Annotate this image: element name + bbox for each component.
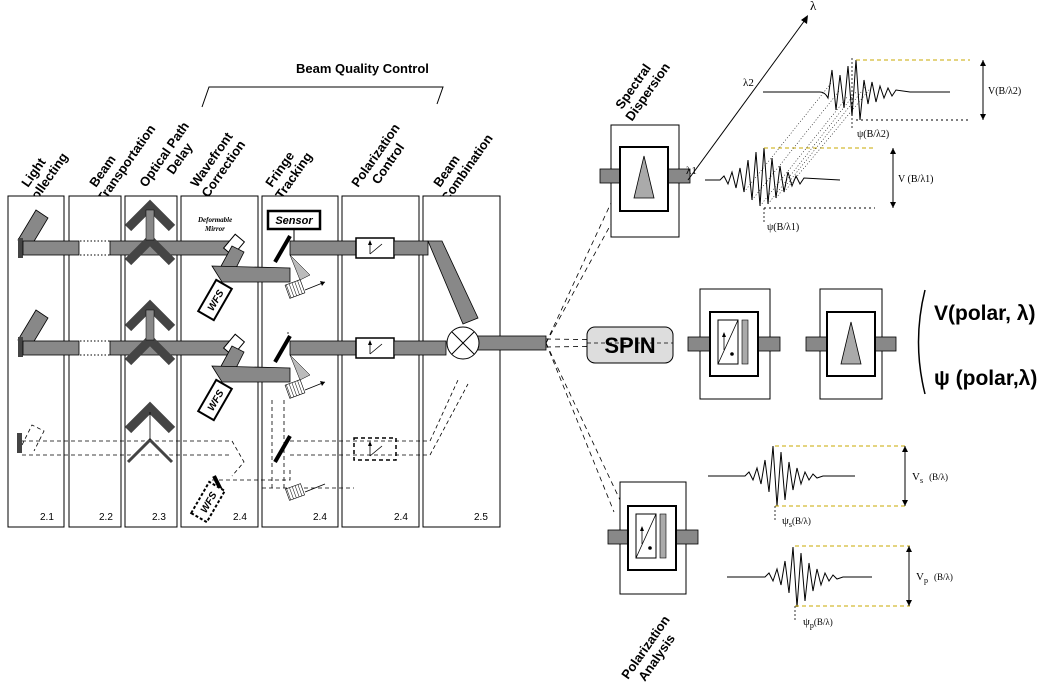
spin-box	[586, 326, 674, 364]
fringe-connectors	[743, 81, 875, 207]
psi-lambda1-label: ψ(B/λ1)	[767, 222, 799, 233]
spin-label: SPIN	[604, 333, 655, 358]
sensor-label: Sensor	[275, 215, 313, 227]
wfs-middle: WFS	[196, 378, 234, 422]
polarization-control-box	[355, 237, 395, 259]
stage-number: 2.4	[313, 512, 327, 523]
v-lambda1-label: V (B/λ1)	[898, 174, 934, 185]
v-lambda2-label: V(B/λ2)	[988, 86, 1021, 97]
beam-combiner	[446, 326, 547, 360]
stage-number: 2.4	[394, 512, 408, 523]
collector-base	[18, 238, 23, 258]
fringe-vs: Vs(B/λ) ψs(B/λ)	[708, 445, 948, 529]
beam-quality-bracket: Beam Quality Control	[201, 61, 444, 108]
stage-label-beam-combination: BeamCombination	[426, 123, 496, 205]
stage-label-beam-transportation: BeamTransportation	[82, 113, 159, 205]
result-psi-label: ψ (polar,λ)	[934, 367, 1037, 390]
spectral-axes: λ λ1 λ2	[686, 0, 817, 181]
spin-row: SPIN V(polar, λ) ψ (polar,λ)	[586, 288, 1037, 400]
stage-labels: LightCollecting BeamTransportation Optic…	[18, 113, 496, 210]
stage-label-polarization-control: PolarizationControl	[348, 121, 415, 199]
result-v-label: V(polar, λ)	[934, 302, 1036, 325]
wfs-box	[196, 278, 234, 322]
stage-number: 2.5	[474, 512, 488, 523]
lambda2-label: λ2	[743, 77, 754, 89]
polarization-analysis-label: PolarizationAnalysis	[618, 613, 685, 691]
spectral-dispersion-label: SpectralDispersion	[610, 51, 673, 123]
wfs-box	[189, 480, 227, 524]
wfs-box	[196, 378, 234, 422]
vp-label: Vp(B/λ)	[916, 571, 953, 585]
lambda-axis-label: λ	[810, 0, 817, 13]
stage-number: 2.2	[99, 512, 113, 523]
vs-label: Vs(B/λ)	[912, 471, 948, 485]
stage-number: 2.3	[152, 512, 166, 523]
beam-quality-label: Beam Quality Control	[296, 61, 429, 76]
psip-label: ψp(B/λ)	[803, 616, 833, 630]
stage-number: 2.1	[40, 512, 54, 523]
prism-icon	[840, 321, 862, 365]
stage-label-fringe-tracking: FringeTracking	[260, 141, 315, 202]
psi-lambda2-label: ψ(B/λ2)	[857, 129, 889, 140]
beam-bottom-dashed	[21, 379, 469, 489]
fan-out-lines	[545, 202, 621, 513]
spectral-dispersion-module: SpectralDispersion	[599, 51, 691, 238]
stage-numbers: 2.1 2.2 2.3 2.4 2.4 2.4 2.5	[40, 512, 488, 523]
fringe-vp: Vp(B/λ) ψp(B/λ)	[727, 545, 953, 630]
polarization-analysis-module: PolarizationAnalysis	[607, 481, 699, 691]
psis-label: ψs(B/λ)	[782, 515, 811, 529]
stage-number: 2.4	[233, 512, 247, 523]
stage-label-wavefront-correction: WavefrontCorrection	[186, 129, 248, 200]
beam-middle	[17, 299, 447, 399]
wfs-top: WFS	[196, 278, 234, 322]
lambda1-label: λ1	[686, 165, 697, 177]
fringe-lambda2: V(B/λ2) ψ(B/λ2)	[763, 58, 1021, 140]
fringe-lambda1: V (B/λ1) ψ(B/λ1)	[705, 147, 934, 233]
prism-icon	[633, 155, 655, 199]
beam-bottom-parts	[17, 401, 383, 501]
